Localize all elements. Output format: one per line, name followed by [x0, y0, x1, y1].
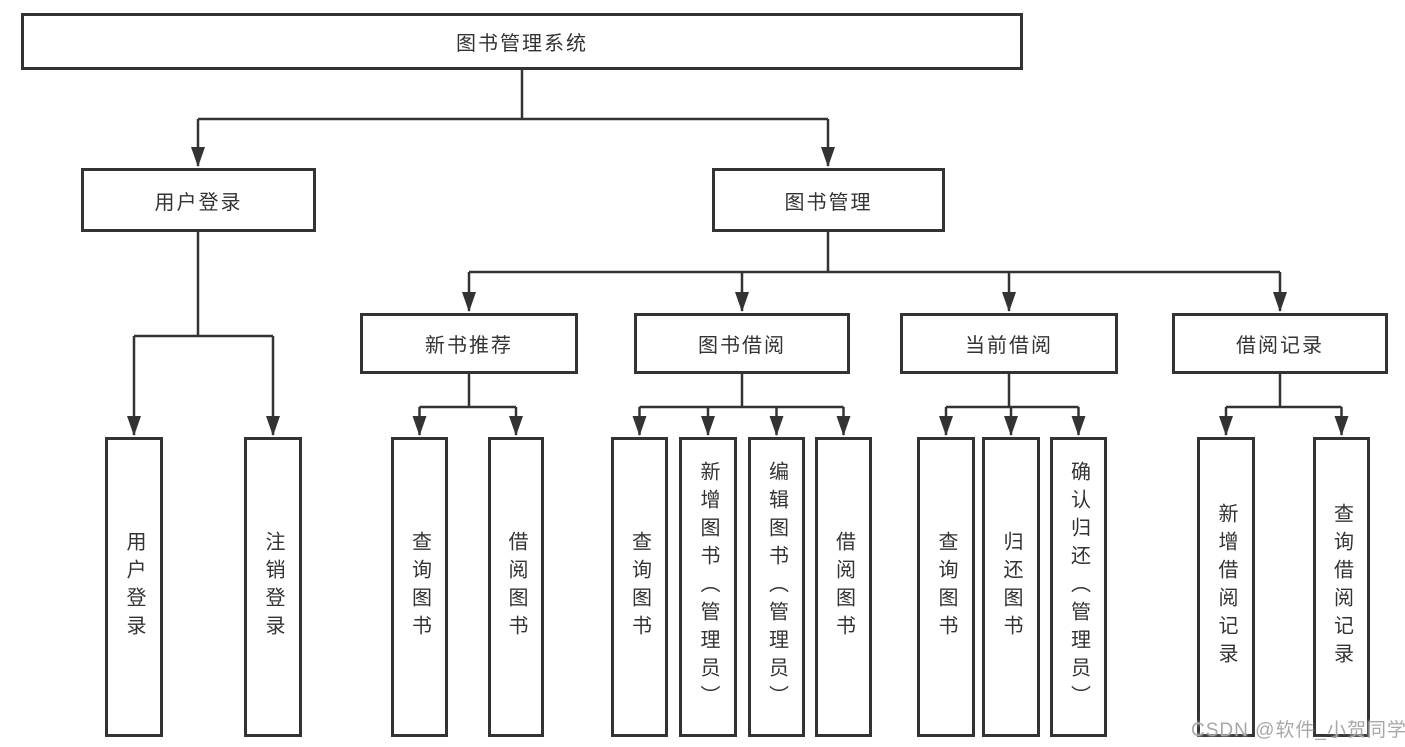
node-book-management-label: 图书管理: [784, 191, 873, 214]
leaf-newrec-borrow-books: 借阅图书: [488, 437, 544, 737]
node-book-borrow: 图书借阅: [634, 313, 850, 374]
leaf-borrow-add-books-admin-label: 新增图书（管理员）: [697, 461, 719, 713]
node-borrow-records: 借阅记录: [1172, 313, 1388, 374]
node-new-book-recommend: 新书推荐: [360, 313, 578, 374]
csdn-watermark: CSDN @软件_小贺同学: [1191, 720, 1405, 741]
node-root: 图书管理系统: [21, 13, 1023, 70]
node-user-login: 用户登录: [81, 168, 316, 232]
leaf-borrow-query-books-label: 查询图书: [628, 531, 651, 643]
leaf-borrow-borrow-books-label: 借阅图书: [832, 531, 855, 643]
leaf-current-return-books: 归还图书: [982, 437, 1040, 737]
node-book-borrow-label: 图书借阅: [698, 335, 786, 357]
connector-bookmgmt-trunk: [469, 232, 1280, 274]
leaf-borrow-query-books: 查询图书: [611, 437, 668, 737]
node-root-label: 图书管理系统: [456, 33, 588, 55]
leaf-newrec-borrow-books-label: 借阅图书: [505, 531, 527, 643]
leaf-borrow-edit-books-admin: 编辑图书（管理员）: [748, 437, 805, 737]
leaf-borrow-borrow-books: 借阅图书: [815, 437, 872, 737]
node-current-borrow: 当前借阅: [900, 313, 1118, 374]
leaf-records-query-record-label: 查询借阅记录: [1330, 503, 1353, 671]
connector-borrowrecords-trunk: [1226, 374, 1342, 409]
leaf-current-return-books-label: 归还图书: [1000, 531, 1022, 643]
leaf-records-add-record: 新增借阅记录: [1197, 437, 1255, 737]
leaf-current-query-books-label: 查询图书: [935, 531, 957, 643]
leaf-newrec-query-books-label: 查询图书: [408, 531, 431, 643]
leaf-borrow-add-books-admin: 新增图书（管理员）: [679, 437, 737, 737]
leaf-records-query-record: 查询借阅记录: [1313, 437, 1370, 737]
node-new-book-recommend-label: 新书推荐: [425, 335, 513, 357]
connector-root-trunk: [198, 70, 828, 121]
connector-bookborrow-trunk: [639, 374, 844, 409]
connector-currentborrow-trunk: [946, 374, 1079, 409]
leaf-current-query-books: 查询图书: [917, 437, 975, 737]
leaf-current-confirm-return-admin-label: 确认归还（管理员）: [1067, 461, 1090, 713]
connector-newbook-trunk: [419, 374, 516, 409]
leaf-logout-label: 注销登录: [262, 531, 284, 643]
leaf-user-login-label: 用户登录: [123, 531, 145, 643]
connector-userlogin-trunk: [134, 232, 273, 338]
leaf-records-add-record-label: 新增借阅记录: [1215, 503, 1237, 671]
node-borrow-records-label: 借阅记录: [1236, 335, 1324, 357]
leaf-logout: 注销登录: [244, 437, 302, 737]
node-book-management: 图书管理: [712, 168, 945, 232]
node-current-borrow-label: 当前借阅: [965, 335, 1053, 357]
leaf-user-login: 用户登录: [105, 437, 163, 737]
leaf-newrec-query-books: 查询图书: [391, 437, 448, 737]
leaf-borrow-edit-books-admin-label: 编辑图书（管理员）: [765, 461, 788, 713]
node-user-login-label: 用户登录: [154, 191, 243, 214]
leaf-current-confirm-return-admin: 确认归还（管理员）: [1050, 437, 1107, 737]
